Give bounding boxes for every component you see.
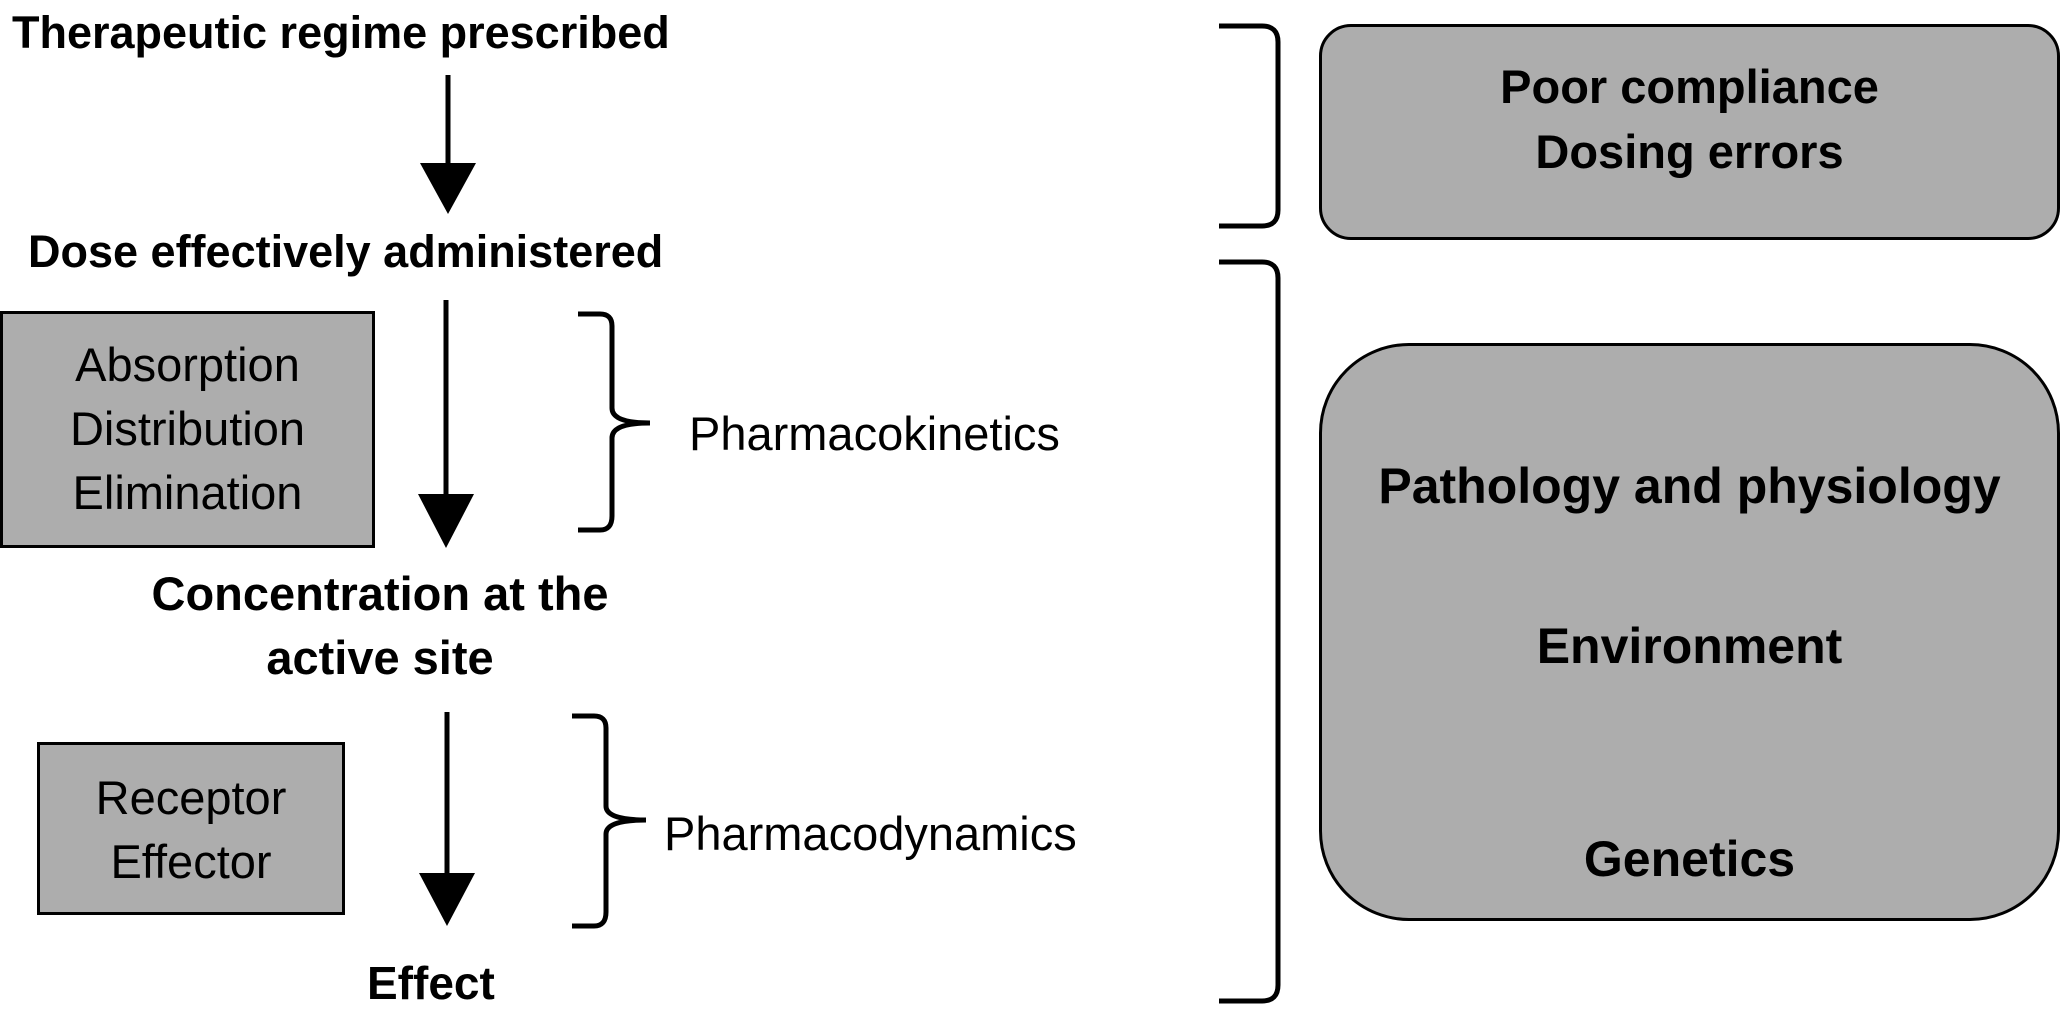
genetics-text: Genetics bbox=[1583, 831, 1796, 887]
pharmacokinetics-brace bbox=[578, 311, 651, 533]
pharmacodynamics-label: Pharmacodynamics bbox=[664, 807, 1077, 860]
pharmacodynamics-brace bbox=[572, 713, 647, 929]
process-distribution: Distribution bbox=[69, 402, 306, 455]
process-absorption: Absorption bbox=[75, 338, 300, 391]
component-effector: Effector bbox=[110, 835, 272, 888]
arrow-regime-to-dose bbox=[420, 75, 476, 214]
step-effect: Effect bbox=[367, 957, 495, 1009]
arrow-concentration-to-effect bbox=[419, 712, 475, 926]
poor-compliance-text: Poor compliance bbox=[1500, 60, 1879, 113]
compliance-bracket bbox=[1219, 23, 1281, 229]
component-receptor: Receptor bbox=[95, 771, 287, 824]
process-elimination: Elimination bbox=[72, 466, 303, 519]
step-concentration-active-site: Concentration at the active site bbox=[80, 570, 680, 681]
dosing-errors-text: Dosing errors bbox=[1535, 125, 1844, 178]
patient-factors-box: Pathology and physiology Environment Gen… bbox=[1319, 343, 2060, 921]
pharmacodynamic-components-box: Receptor Effector bbox=[37, 742, 345, 915]
factors-bracket bbox=[1219, 259, 1281, 1004]
pharmacokinetic-processes-box: Absorption Distribution Elimination bbox=[0, 311, 375, 548]
concentration-line-1: Concentration at the bbox=[151, 567, 609, 620]
compliance-box: Poor compliance Dosing errors bbox=[1319, 24, 2060, 240]
pharmacokinetics-label: Pharmacokinetics bbox=[689, 407, 1060, 460]
concentration-line-2: active site bbox=[266, 631, 494, 684]
environment-text: Environment bbox=[1536, 618, 1843, 674]
step-therapeutic-regime: Therapeutic regime prescribed bbox=[12, 7, 670, 58]
arrow-dose-to-concentration bbox=[418, 300, 474, 548]
pathology-physiology-text: Pathology and physiology bbox=[1378, 458, 2001, 514]
step-dose-administered: Dose effectively administered bbox=[28, 226, 664, 277]
